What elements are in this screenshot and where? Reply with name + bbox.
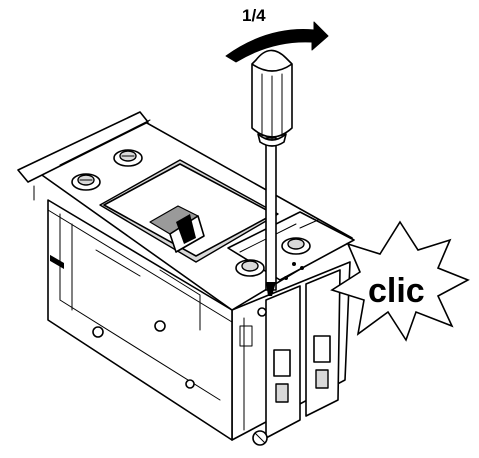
marking-label — [50, 254, 64, 269]
terminal-screw-top-1 — [235, 259, 265, 277]
screwdriver-shaft — [265, 137, 277, 291]
breaker-left-face — [47, 199, 233, 441]
terminal-screw-top-2 — [281, 237, 311, 255]
click-starburst-icon — [330, 220, 470, 342]
mounting-screw-1 — [71, 173, 101, 191]
mounting-flange — [17, 111, 149, 183]
toggle-lever — [149, 205, 205, 253]
screw-hole-middle — [154, 320, 166, 332]
rotation-arrow-icon — [225, 21, 329, 63]
breaker-body — [17, 111, 355, 446]
screw-hole-left — [92, 326, 104, 338]
mounting-screw-2 — [113, 149, 143, 167]
screwdriver — [251, 49, 293, 296]
screw-hole-low — [185, 379, 195, 389]
rotation-label: 1/4 — [242, 6, 266, 25]
screwdriver-handle — [251, 49, 293, 147]
terminal-block — [239, 269, 341, 446]
click-label: clic — [368, 272, 425, 310]
